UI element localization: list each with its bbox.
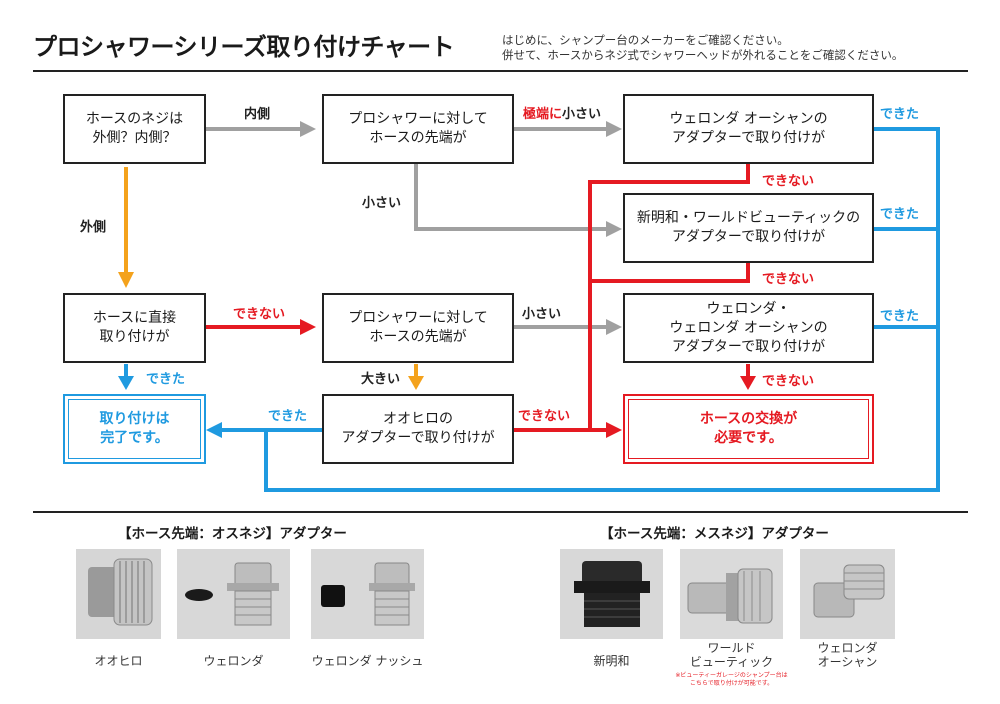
- label-cannot-3: できない: [762, 374, 815, 389]
- question-wellonda-both: ウェロンダ・ ウェロンダ オーシャンの アダプターで取り付けが: [623, 293, 874, 363]
- arrow-outer: [118, 167, 134, 288]
- caption-shinmeiwa: 新明和: [593, 654, 630, 668]
- label-inner: 内側: [244, 107, 271, 122]
- arrow-small-1: [414, 164, 622, 237]
- arrow-cannot-network: [514, 164, 750, 438]
- arrow-direct-cannot: [206, 319, 316, 335]
- label-can-3: できた: [880, 309, 920, 324]
- ohiro-adapter-image: [76, 549, 161, 639]
- section-divider: [33, 511, 968, 513]
- caption-wellonda-ocean: ウェロンダ オーシャン: [817, 641, 878, 669]
- arrow-extremely-small: [514, 121, 622, 137]
- adapter-wellonda-nash-photo: [311, 549, 424, 639]
- label-can-ohiro: できた: [268, 409, 308, 424]
- wellonda-nash-adapter-image: [311, 549, 424, 639]
- female-adapter-title: 【ホース先端：メスネジ】アダプター: [600, 526, 829, 542]
- label-cannot-direct: できない: [233, 307, 286, 322]
- footnote-beauty-garage: ※ビューティーガレージのシャンプー台は こちらで取り付けが可能です。: [675, 672, 788, 687]
- wellonda-ocean-adapter-image: [800, 549, 895, 639]
- adapter-worldbeautic-photo: [680, 549, 783, 639]
- arrow-inner: [206, 121, 316, 137]
- wellonda-adapter-image: [177, 549, 290, 639]
- result-installation-complete: 取り付けは 完了です。: [63, 394, 206, 464]
- label-cannot-ohiro: できない: [518, 409, 571, 424]
- worldbeautic-adapter-image: [680, 549, 783, 639]
- intro-note-line-2: 併せて、ホースからネジ式でシャワーヘッドが外れることをご確認ください。: [502, 48, 904, 62]
- arrow-large: [408, 364, 424, 390]
- label-can-1: できた: [880, 107, 920, 122]
- question-shinmeiwa-worldbeautic: 新明和・ワールドビューティックの アダプターで取り付けが: [623, 193, 874, 263]
- adapter-wellonda-ocean-photo: [800, 549, 895, 639]
- caption-ohiro: オオヒロ: [94, 654, 143, 668]
- male-adapter-title: 【ホース先端：オスネジ】アダプター: [118, 526, 347, 542]
- header-divider: [33, 70, 968, 72]
- label-outer: 外側: [80, 220, 107, 235]
- label-extremely-red: 極端に: [523, 107, 563, 122]
- label-cannot-2: できない: [762, 272, 815, 287]
- question-wellonda-ocean: ウェロンダ オーシャンの アダプターで取り付けが: [623, 94, 874, 164]
- result-hose-exchange-required: ホースの交換が 必要です。: [623, 394, 874, 464]
- question-hose-tip-2: プロシャワーに対して ホースの先端が: [322, 293, 514, 363]
- label-small-2: 小さい: [522, 307, 562, 322]
- shinmeiwa-adapter-image: [560, 549, 663, 639]
- arrow-can-network: [206, 127, 940, 492]
- page-title: プロシャワーシリーズ取り付けチャート: [33, 33, 455, 61]
- adapter-wellonda-photo: [177, 549, 290, 639]
- adapter-shinmeiwa-photo: [560, 549, 663, 639]
- label-small-1: 小さい: [362, 196, 402, 211]
- caption-worldbeautic: ワールド ビューティック: [689, 641, 774, 669]
- question-hose-tip-1: プロシャワーに対して ホースの先端が: [322, 94, 514, 164]
- intro-note-line-1: はじめに、シャンプー台のメーカーをご確認ください。: [502, 33, 789, 47]
- arrow-small-2: [514, 319, 622, 335]
- caption-wellonda: ウェロンダ: [203, 654, 264, 668]
- intro-note: はじめに、シャンプー台のメーカーをご確認ください。 併せて、ホースからネジ式でシ…: [502, 33, 903, 63]
- label-cannot-1: できない: [762, 174, 815, 189]
- adapter-ohiro-photo: [76, 549, 161, 639]
- label-can-direct: できた: [146, 372, 186, 387]
- question-thread-side: ホースのネジは 外側？内側？: [63, 94, 206, 164]
- label-extremely-small: 極端に小さい: [523, 103, 601, 122]
- arrow-direct-can: [118, 364, 134, 390]
- label-large: 大きい: [361, 372, 401, 387]
- arrow-wellonda-cannot: [740, 364, 756, 390]
- caption-wellonda-nash: ウェロンダ ナッシュ: [311, 654, 424, 668]
- label-extremely-small-dark: 小さい: [562, 107, 602, 122]
- label-can-2: できた: [880, 207, 920, 222]
- question-ohiro-adapter: オオヒロの アダプターで取り付けが: [322, 394, 514, 464]
- question-direct-attach: ホースに直接 取り付けが: [63, 293, 206, 363]
